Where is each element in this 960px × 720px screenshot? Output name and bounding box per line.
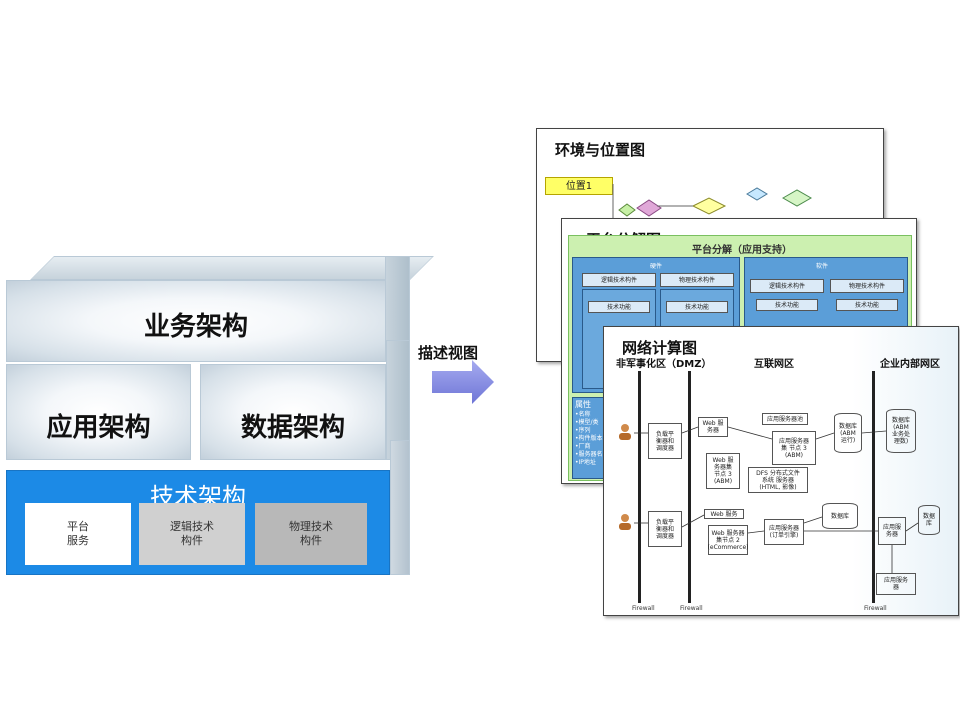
attribute-item: •厂商 [575, 443, 591, 450]
db-box: 数据库 [822, 503, 858, 529]
sw-physical-tech-box: 物理技术构件 [830, 279, 904, 293]
dfs-server-box: DFS 分布式文件 系统 服务器 (HTML, 影像) [748, 467, 808, 493]
network-connectors [634, 426, 919, 573]
attribute-item: •服务器名 [575, 451, 603, 458]
app-server-pool-box: 应用服务器池 [762, 413, 808, 425]
firewall-label: Firewall [680, 605, 703, 612]
load-balancer-box: 负载平 衡器和 调度器 [648, 423, 682, 459]
hw-logical-function-box: 技术功能 [588, 301, 650, 313]
attribute-item: •IP地址 [575, 459, 596, 466]
web-node-3-box: Web 服 务器集 节点 3 (ABM) [706, 453, 740, 489]
attribute-item: •构件版本 [575, 435, 603, 442]
sw-physical-function-box: 技术功能 [836, 299, 898, 311]
business-architecture-label: 业务架构 [143, 312, 248, 342]
data-architecture-block: 数据架构 [200, 364, 386, 460]
load-balancer-box: 负载平 衡器和 调度器 [648, 511, 682, 547]
describe-views-label: 描述视图 [418, 344, 479, 362]
attributes-title: 属性 [575, 400, 591, 409]
network-computing-title: 网络计算图 [622, 339, 698, 357]
hardware-label: 硬件 [650, 263, 663, 270]
firewall-label: Firewall [632, 605, 655, 612]
app-order-engine-box: 应用服务器 (订单引擎) [764, 519, 804, 545]
data-architecture-label: 数据架构 [240, 413, 345, 443]
logical-tech-components-box: 逻辑技术 构件 [139, 503, 245, 565]
attribute-item: •序列 [575, 427, 591, 434]
firewall-line-1 [638, 371, 641, 603]
firewall-line-3 [872, 371, 875, 603]
app-server-corp-2-box: 应用服务 器 [876, 573, 916, 595]
firewall-label: Firewall [864, 605, 887, 612]
web-server-box: Web 服 务器 [698, 417, 728, 437]
db-abm-box: 数据库 (ABM 运行) [834, 413, 862, 453]
user-icon [619, 424, 631, 440]
db-corp-2-box: 数据 库 [918, 505, 940, 535]
sw-logical-tech-box: 逻辑技术构件 [750, 279, 824, 293]
app-server-corp-box: 应用服 务器 [878, 517, 906, 545]
right-arrow-icon [432, 360, 494, 404]
web-node-2-box: Web 服务器 集节点 2 (eCommerce) [708, 525, 748, 555]
hw-physical-tech-box: 物理技术构件 [660, 273, 734, 287]
tech-block-side [390, 440, 410, 575]
hw-logical-tech-box: 逻辑技术构件 [582, 273, 656, 287]
environment-location-title: 环境与位置图 [555, 141, 646, 159]
zone-enterprise-label: 企业内部网区 [880, 359, 940, 370]
physical-tech-components-box: 物理技术 构件 [255, 503, 367, 565]
web-service-box: Web 服务 [704, 509, 744, 519]
network-computing-card: 网络计算图 非军事化区（DMZ） 互联网区 企业内部网区 Firewall Fi… [603, 326, 959, 616]
application-architecture-block: 应用架构 [6, 364, 191, 460]
technology-architecture-block: 技术架构 平台 服务 逻辑技术 构件 物理技术 构件 [6, 470, 390, 575]
zone-dmz-label: 非军事化区（DMZ） [616, 359, 712, 370]
attribute-item: •模型/类 [575, 419, 599, 426]
user-icon [619, 514, 631, 530]
sw-logical-function-box: 技术功能 [756, 299, 818, 311]
platform-services-box: 平台 服务 [25, 503, 131, 565]
zone-internet-label: 互联网区 [754, 359, 794, 370]
platform-subtitle: 平台分解（应用支持） [692, 245, 792, 256]
environment-diagram-shapes [612, 184, 813, 224]
db-corp-box: 数据库 (ABM 业务处 理数) [886, 409, 916, 453]
attribute-item: •名称 [575, 411, 591, 418]
app-server-node-box: 应用服务器 集 节点 3 (ABM) [772, 431, 816, 465]
hw-physical-function-box: 技术功能 [666, 301, 728, 313]
business-block-top [30, 256, 434, 280]
business-architecture-block: 业务架构 [6, 280, 386, 362]
software-label: 软件 [816, 263, 829, 270]
firewall-line-2 [688, 371, 691, 603]
application-architecture-label: 应用架构 [46, 413, 151, 443]
